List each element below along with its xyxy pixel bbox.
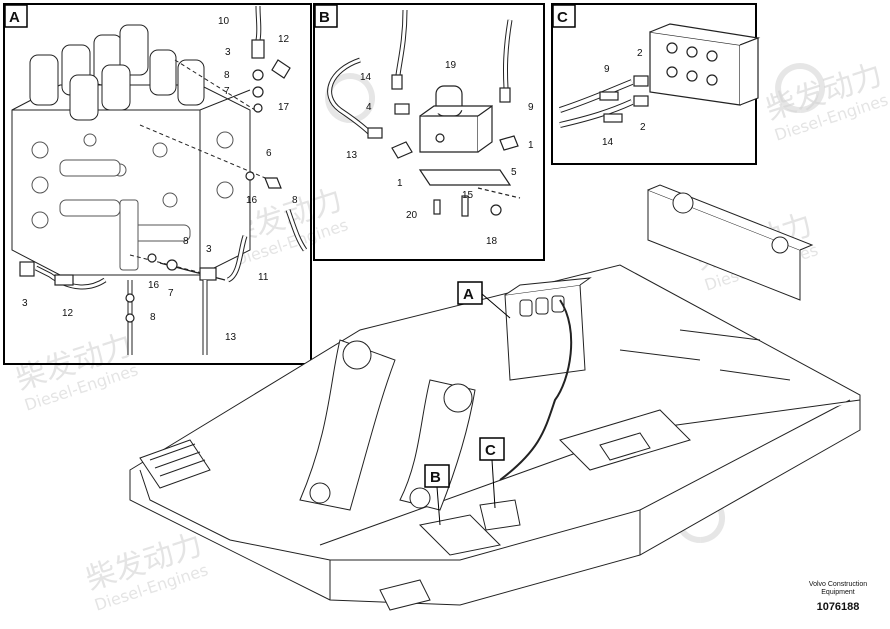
callout: 10	[218, 16, 230, 27]
panel-b: B 19 14 4	[313, 3, 545, 261]
callout: 18	[486, 236, 498, 247]
callout: 5	[511, 167, 517, 178]
callout: 7	[168, 288, 174, 299]
callout: 1	[528, 140, 534, 151]
panel-c-callouts: 2 9 2 14	[602, 48, 646, 148]
callout: 8	[224, 70, 230, 81]
callout: 8	[292, 195, 298, 206]
overview-tag-c: C	[485, 442, 496, 459]
panel-c-tag: C	[557, 9, 568, 26]
callout: 13	[346, 150, 358, 161]
footer-company-line2: Equipment	[821, 589, 855, 596]
overview-tags: A B C	[424, 281, 511, 526]
panel-b-callouts: 19 14 4 9 13 1 1 5 15 20 18	[346, 60, 534, 247]
footer-company: Volvo Construction Equipment	[798, 581, 878, 597]
callout: 3	[225, 47, 231, 58]
callout: 11	[258, 272, 269, 283]
panel-a-fittings	[19, 5, 308, 355]
manifold-drawing	[559, 23, 761, 128]
overview-tag-a: A	[463, 286, 474, 303]
callout: 16	[148, 280, 160, 291]
callout: 2	[637, 48, 643, 59]
panel-a: A	[3, 3, 312, 365]
callout: 20	[406, 210, 418, 221]
callout: 17	[278, 102, 290, 113]
callout: 12	[62, 308, 74, 319]
callout: 12	[278, 34, 290, 45]
panel-b-tag: B	[319, 9, 330, 26]
callout: 2	[640, 122, 646, 133]
callout: 6	[266, 148, 272, 159]
callout: 7	[224, 86, 230, 97]
callout: 19	[445, 60, 457, 71]
callout: 9	[528, 102, 534, 113]
callout: 8	[183, 236, 189, 247]
callout: 8	[150, 312, 156, 323]
callout: 3	[206, 244, 212, 255]
footer-company-line1: Volvo Construction	[808, 581, 868, 588]
callout: 15	[462, 190, 474, 201]
callout: 3	[22, 298, 28, 309]
callout: 1	[397, 178, 403, 189]
overview-tag-b: B	[430, 469, 441, 486]
solenoid-valve-drawing	[327, 9, 521, 217]
callout: 13	[225, 332, 237, 343]
frame-overview-drawing	[129, 184, 861, 611]
panel-c: C 2 9 2 14	[551, 3, 761, 165]
callout: 14	[360, 72, 372, 83]
callout: 9	[604, 64, 610, 75]
panel-a-tag: A	[9, 9, 20, 26]
callout: 14	[602, 137, 614, 148]
control-valve-drawing	[11, 24, 251, 276]
callout: 16	[246, 195, 258, 206]
callout: 4	[366, 102, 372, 113]
panel-a-callouts: 10 12 3 8 7 17 6 16 8 8 3 16 7 11 3 12 8…	[22, 16, 298, 343]
drawing-number: 1076188	[816, 601, 860, 613]
